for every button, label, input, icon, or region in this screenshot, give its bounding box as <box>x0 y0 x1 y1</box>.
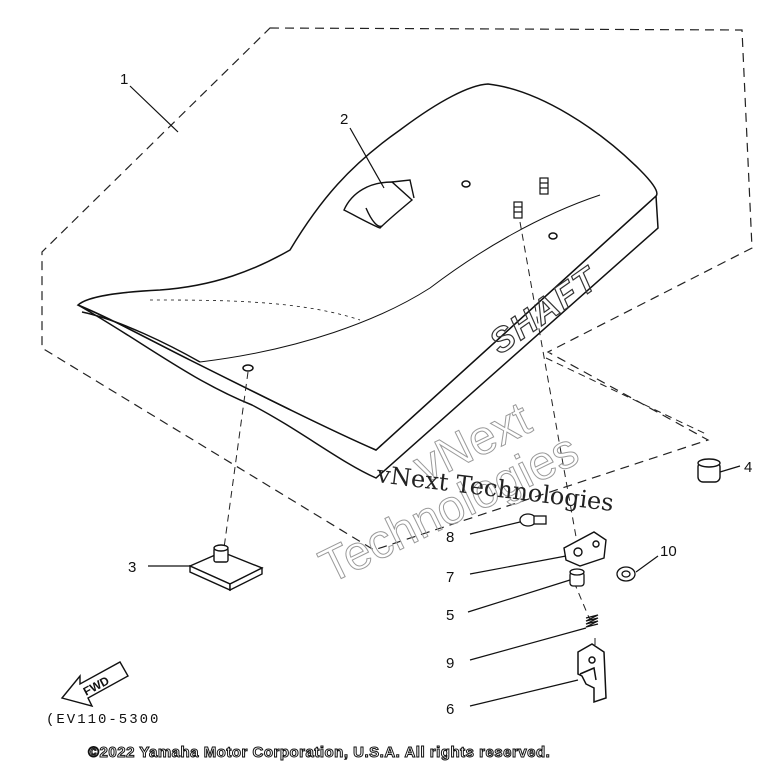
part-6-seat-lock <box>577 643 607 704</box>
part-5-collar <box>569 568 585 587</box>
seat-studs <box>513 177 549 219</box>
seat-top <box>76 83 658 451</box>
assembly-boundary <box>41 27 753 551</box>
catalog-code: (EV110-5300 <box>46 712 161 728</box>
callout-5: 5 <box>446 607 454 624</box>
seat-seam <box>199 194 601 363</box>
seat <box>76 83 659 479</box>
callout-7: 7 <box>446 569 454 586</box>
leader-lines <box>129 85 741 707</box>
callout-9: 9 <box>446 655 454 672</box>
callout-2: 2 <box>340 111 348 128</box>
forward-arrow-icon: FWD <box>60 661 129 708</box>
callout-10: 10 <box>660 543 677 560</box>
part-10-nut <box>616 566 636 582</box>
callout-3: 3 <box>128 559 136 576</box>
part-9-spring <box>585 614 599 628</box>
part-7-lock-bracket <box>563 531 607 567</box>
callout-4: 4 <box>744 459 752 476</box>
callout-6: 6 <box>446 701 454 718</box>
callouts: 1 2 3 4 5 6 7 8 9 10 <box>120 71 752 718</box>
part-4-damper <box>697 458 721 483</box>
mount-hole <box>461 180 471 188</box>
part-2-strap <box>343 179 415 229</box>
mount-hole <box>548 232 558 240</box>
callout-1: 1 <box>120 71 128 88</box>
part-8-bolt <box>519 513 547 527</box>
part-3-bracket <box>188 544 264 592</box>
mount-hole <box>242 364 254 372</box>
callout-8: 8 <box>446 529 454 546</box>
seat-front-edge <box>81 311 201 363</box>
copyright-notice: ©2022 Yamaha Motor Corporation, U.S.A. A… <box>87 744 551 762</box>
